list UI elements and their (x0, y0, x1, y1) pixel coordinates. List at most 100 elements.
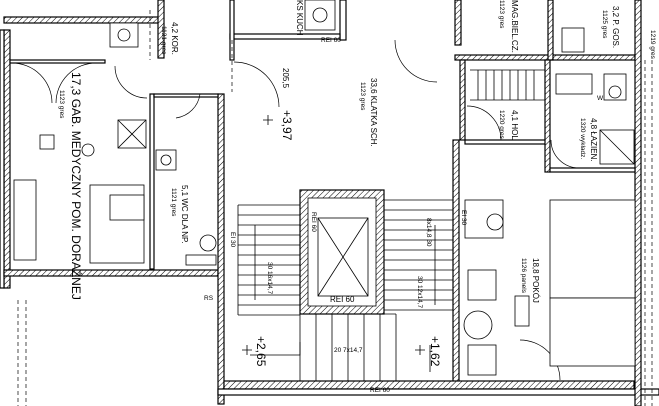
lazien-bottom-wall (549, 167, 636, 173)
gab-desk (13, 179, 37, 261)
floor-label-gab: 1123 gres (58, 90, 65, 119)
level-marker-upper (263, 115, 273, 125)
stair-flight-bottom: 20 7x14,7 (334, 347, 363, 354)
mag-bottom-wall (454, 54, 636, 61)
floor-label-klatka: 1123 gres (359, 82, 366, 111)
floor-label-kor: 1121 gres (160, 26, 167, 55)
floor-label-mag: 1123 gres (498, 0, 505, 29)
gab-bottom-wall (3, 269, 219, 277)
level-lower-left: +2,65 (254, 336, 268, 367)
wc-sink-bowl (160, 154, 172, 166)
bottom-wall-skin (217, 388, 659, 396)
lazien-door-swing (550, 139, 580, 169)
kor-sink-bowl (117, 28, 131, 42)
room-label-gab: 17,3 GAB. MEDYCZNY POM. DORAŹNEJ (69, 72, 84, 300)
marker-ei-left: EI 30 (229, 232, 236, 248)
marker-rei-top: REI 60 (321, 37, 341, 44)
pokoj-round-table (463, 310, 493, 340)
right-outer-wall (634, 0, 642, 406)
klatka-door-left-swing (233, 61, 280, 108)
wc-left-wall (149, 93, 155, 270)
lift-cabin (317, 217, 369, 297)
room-label-wc: 5,1 WC DLA NP. (180, 185, 189, 244)
level-upper: +3,97 (280, 110, 294, 141)
wc-grab-bar (185, 254, 217, 266)
wc-toilet (199, 234, 217, 252)
level-lower-right: +1,62 (428, 336, 442, 367)
room-label-kuch: KS KUCH (295, 0, 304, 36)
level-marker-lower-left (242, 345, 252, 355)
fixtures (13, 0, 636, 376)
left-outer-wall-skin (0, 29, 5, 289)
stair-left-wall (217, 93, 225, 405)
gab-door-left-swing (11, 62, 53, 104)
lazien-left-wall (544, 59, 551, 173)
pokoj-armchair-top (467, 269, 497, 301)
marker-rs: RS (204, 295, 214, 302)
pokoj-door-swing (519, 339, 561, 381)
stair-rei-bottom: REI 60 (330, 295, 355, 304)
gab-door-right-swing (55, 62, 97, 104)
room-label-kor: 4,2 KOR. (170, 22, 179, 55)
pokoj-bed-top (549, 199, 636, 299)
kuch-sink-bowl (312, 7, 328, 23)
dashed-lines (17, 10, 653, 406)
marker-ei-right: EI 30 (460, 210, 467, 226)
wc-top-wall (153, 93, 219, 98)
marker-w: W (597, 95, 604, 102)
kuch-left-wall (229, 0, 235, 61)
pokoj-side-table (514, 295, 530, 327)
left-outer-wall (3, 29, 11, 289)
height-205: 205,5 (281, 68, 290, 89)
pgos-sink (561, 27, 585, 53)
stair-arrow-bottom (250, 342, 301, 356)
pokoj-chair (486, 213, 504, 231)
kor-door-swing (114, 65, 148, 99)
gab-stool (81, 143, 95, 157)
bottom-wall (223, 380, 635, 390)
stair-rei-top: REI 60 (310, 212, 317, 232)
mag-left-wall (454, 0, 462, 46)
top-left-wall (3, 16, 160, 24)
pokoj-bed-bottom (549, 297, 636, 367)
lazien-toilet (608, 85, 622, 99)
pokoj-armchair-bottom (467, 344, 497, 376)
kuch-right-wall (339, 0, 347, 41)
gab-chair (39, 134, 55, 150)
doors (11, 39, 580, 381)
stair-flight-right-b: 30 12x14,7 (416, 276, 423, 309)
floor-label-pgos: 1125 gres (601, 10, 608, 39)
stair-well-shaft (307, 197, 377, 307)
stair-flight-right-a: 8x14,8 30 (425, 218, 432, 247)
room-label-lazien: 4,8 ŁAZIEN. (589, 118, 598, 162)
kor-top-wall (157, 0, 165, 59)
hol-bottom-wall (464, 139, 551, 145)
labels: 17,3 GAB. MEDYCZNY POM. DORAŹNEJ 1123 gr… (58, 0, 656, 394)
gab-bed-pillow (109, 194, 145, 221)
level-marker-lower-right (415, 345, 425, 355)
stair-hall (237, 115, 453, 381)
room-label-pokoj: 18,8 POKÓJ (531, 258, 540, 303)
right-flight (384, 199, 453, 311)
room-label-pgos: 3,2 P. GOS. (611, 6, 620, 48)
wc-door-swing (175, 93, 201, 119)
klatka-door-right-swing (394, 39, 438, 83)
left-flight (237, 204, 300, 316)
hol-steps (470, 69, 545, 101)
marker-rei-bottom: REI 60 (370, 387, 390, 394)
bottom-flight (299, 313, 397, 381)
hol-left-wall (459, 59, 466, 141)
room-label-mag: MAG.BIEL.CZ. (510, 0, 519, 53)
floor-label-lazien: 1320 wykładz. (579, 118, 586, 159)
floor-label-pokoj: 1126 panels (520, 258, 527, 294)
stair-right-wall (452, 139, 460, 391)
room-label-klatka: 33,6 KLATKA SCH. (369, 78, 378, 147)
room-label-hol: 4,1 HOL (510, 110, 519, 140)
floor-label-right-edge: 1219 gres (649, 30, 656, 60)
floor-label-wc: 1121 gres (170, 188, 177, 217)
gab-kor-partition (9, 59, 106, 64)
stair-flight-left: 30 16x14,7 (266, 262, 273, 295)
pgos-left-wall (547, 0, 554, 61)
